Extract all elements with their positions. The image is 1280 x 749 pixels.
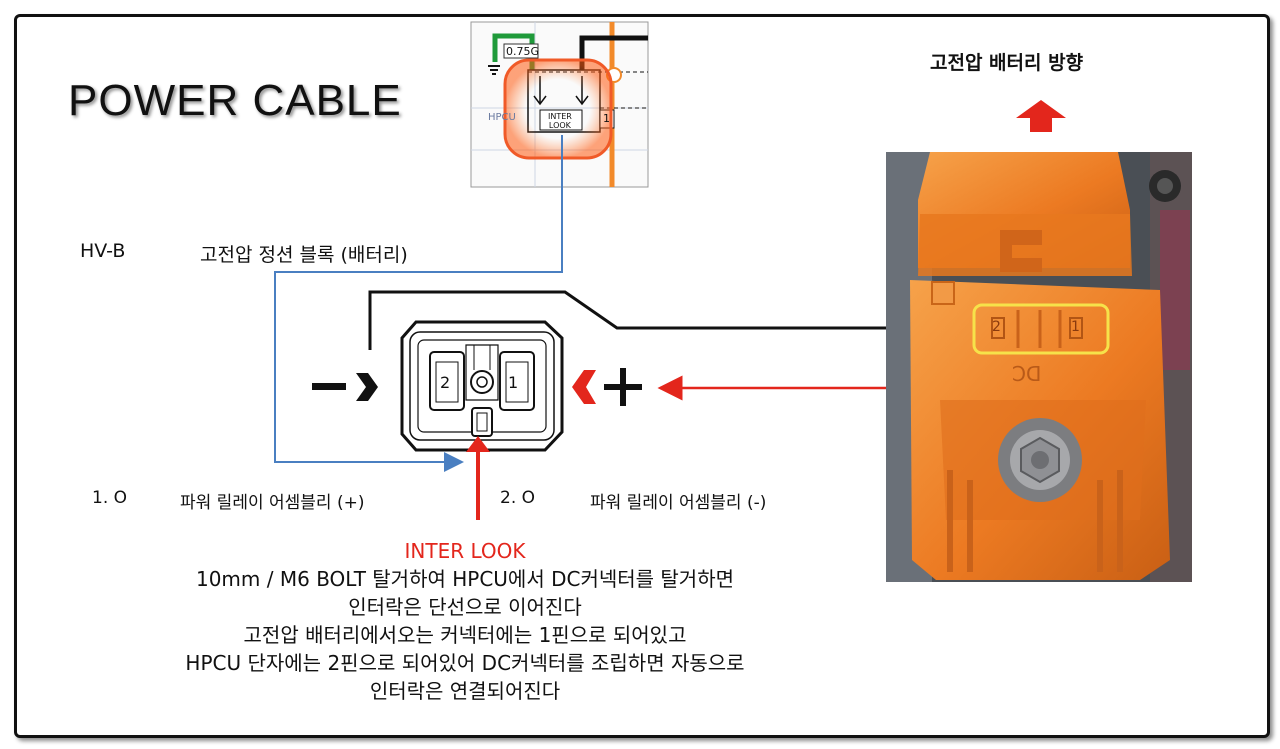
photo-mark-dc: DC xyxy=(1012,362,1042,386)
interlock-schematic-label-2: LOOK xyxy=(548,121,571,130)
interlock-schematic-label: INTER LOOK xyxy=(548,112,572,130)
interlock-schematic-label-1: INTER xyxy=(548,112,572,121)
wire-gauge-label: 0.75G xyxy=(506,45,540,58)
pin-1-desc: 파워 릴레이 어셈블리 (+) xyxy=(180,493,365,513)
schematic-inset xyxy=(470,21,649,188)
schematic-pin-number: 1 xyxy=(603,112,610,125)
minus-symbol xyxy=(312,383,346,390)
component-label: HPCU xyxy=(488,112,516,123)
notes-line-5: 인터락은 연결되어진다 xyxy=(369,679,561,703)
connector-pin-2: 2 xyxy=(440,373,451,392)
red-block-arrow xyxy=(572,370,596,404)
battery-direction-label: 고전압 배터리 방향 xyxy=(930,52,1084,74)
connector-photo xyxy=(886,152,1192,582)
black-block-arrow xyxy=(356,373,378,401)
notes-line-2: 인터락은 단선으로 이어진다 xyxy=(348,595,582,619)
pin-2-desc: 파워 릴레이 어셈블리 (-) xyxy=(590,493,767,513)
blue-lead-line xyxy=(274,135,563,472)
black-negative-line xyxy=(368,290,933,350)
photo-highlight-box xyxy=(972,303,1110,355)
photo-mark-1: 1 xyxy=(1071,319,1080,335)
plus-symbol-v xyxy=(620,368,626,406)
pin-1-number: 1. O xyxy=(92,488,128,508)
photo-mark-2: 2 xyxy=(992,319,1001,335)
notes-block: INTER LOOK 10mm / M6 BOLT 탈거하여 HPCU에서 DC… xyxy=(80,537,850,705)
notes-heading: INTER LOOK xyxy=(404,539,526,563)
connector-drawing xyxy=(400,320,564,452)
highlight-circle xyxy=(503,58,613,160)
page-title: POWER CABLE xyxy=(68,76,402,125)
notes-line-4: HPCU 단자에는 2핀으로 되어있어 DC커넥터를 조립하면 자동으로 xyxy=(185,651,745,675)
block-code: HV-B xyxy=(80,240,126,262)
notes-line-1: 10mm / M6 BOLT 탈거하여 HPCU에서 DC커넥터를 탈거하면 xyxy=(195,567,735,591)
block-name: 고전압 정션 블록 (배터리) xyxy=(200,244,408,266)
pin-2-number: 2. O xyxy=(500,488,536,508)
notes-line-3: 고전압 배터리에서오는 커넥터에는 1핀으로 되어있고 xyxy=(243,623,687,647)
interlock-arrow-head xyxy=(466,436,490,452)
battery-direction-arrow xyxy=(1016,100,1066,132)
connector-pin-1: 1 xyxy=(508,373,519,392)
